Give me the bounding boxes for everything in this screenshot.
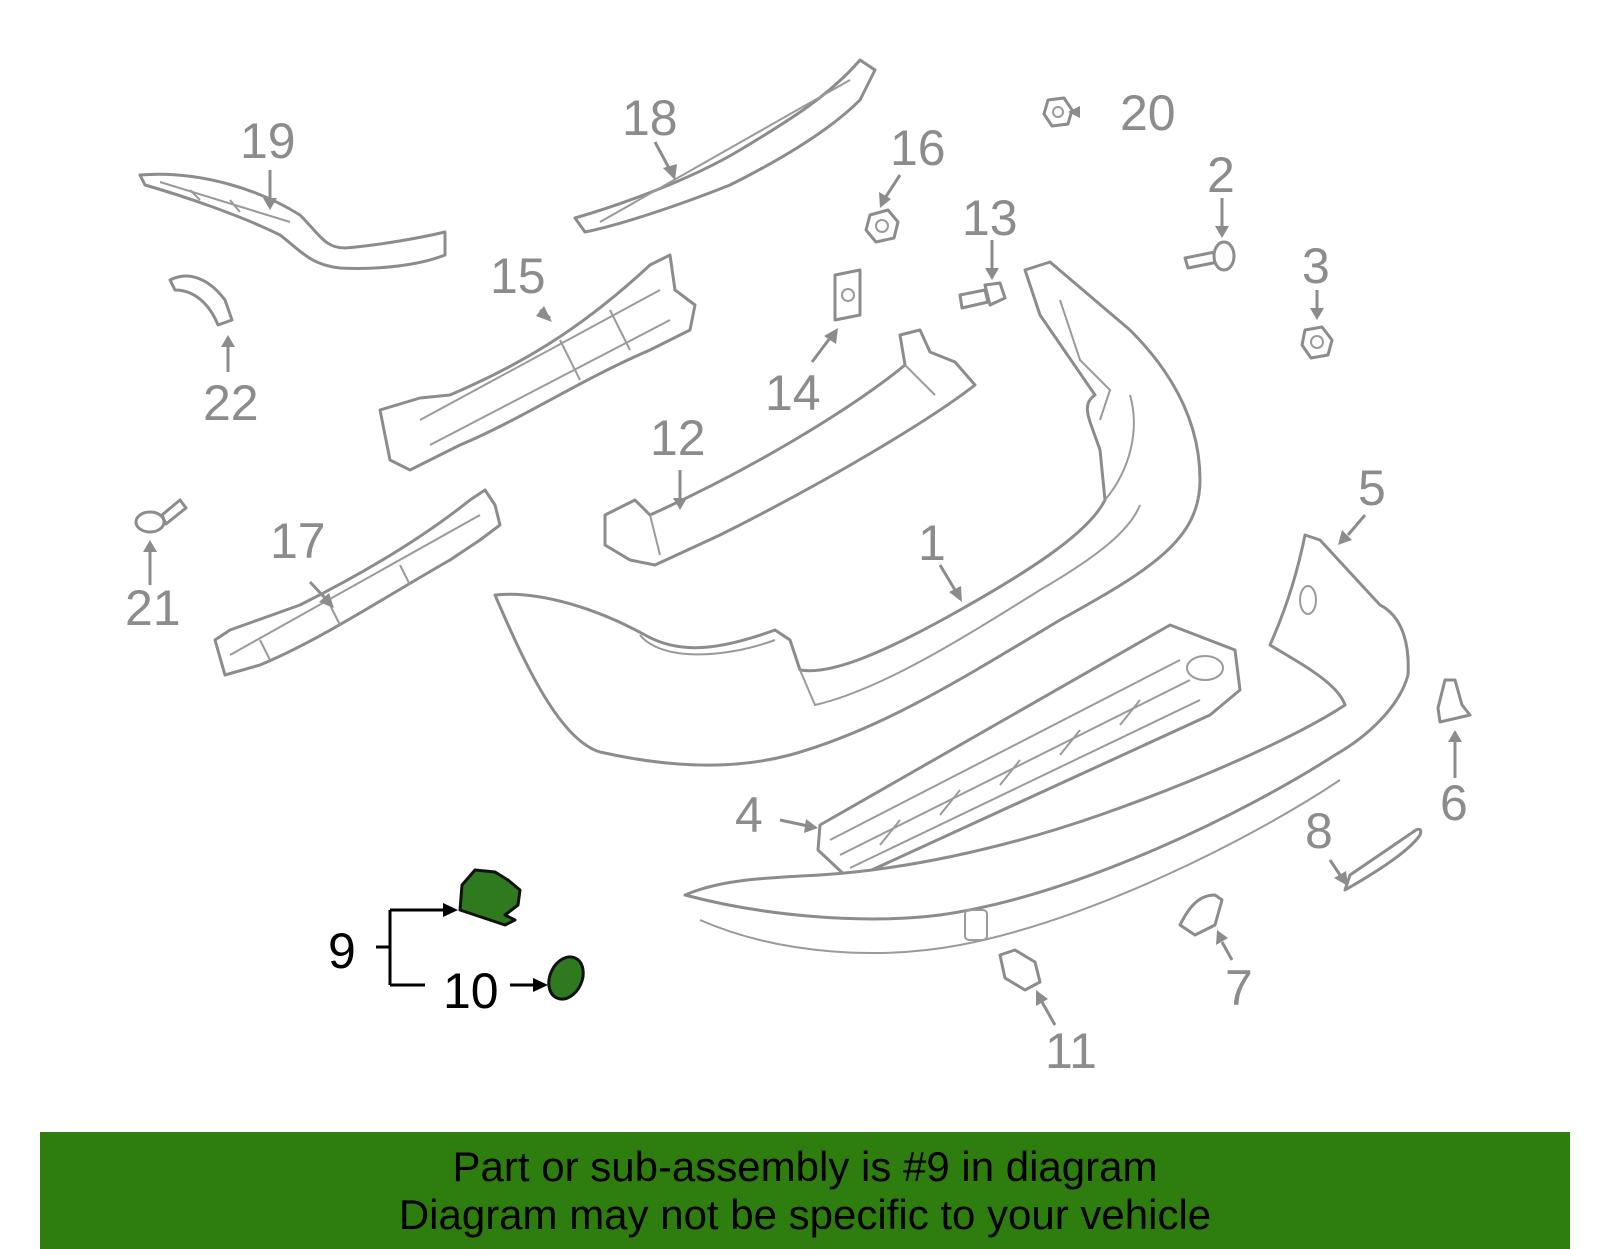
highlight-leaders xyxy=(376,903,548,992)
part-22-spacer[interactable] xyxy=(168,274,234,327)
callout-8: 8 xyxy=(1305,803,1333,859)
part-13-bolt[interactable] xyxy=(958,281,1007,310)
callout-14: 14 xyxy=(765,365,821,421)
part-1-bumper-cover[interactable] xyxy=(493,260,1202,767)
callout-16: 16 xyxy=(890,120,946,176)
part-18-upper-bracket[interactable] xyxy=(573,58,877,234)
callout-17: 17 xyxy=(270,513,326,569)
part-10-sensor-cover[interactable] xyxy=(542,951,590,1004)
callout-12: 12 xyxy=(650,410,706,466)
callout-5: 5 xyxy=(1358,460,1386,516)
part-6-clip[interactable] xyxy=(1436,678,1472,724)
callout-2: 2 xyxy=(1207,147,1235,203)
part-14-plate[interactable] xyxy=(833,268,862,322)
part-20-nut[interactable] xyxy=(1042,96,1074,128)
callout-9: 9 xyxy=(328,923,356,979)
callout-3: 3 xyxy=(1302,238,1330,294)
callout-4: 4 xyxy=(735,787,763,843)
part-19-side-support[interactable] xyxy=(138,172,447,270)
part-15-absorber[interactable] xyxy=(378,253,697,472)
part-9-sensor[interactable] xyxy=(458,868,522,927)
part-16-nut[interactable] xyxy=(864,208,900,244)
part-5-lower-trim[interactable] xyxy=(683,533,1410,954)
part-4-lower-panel[interactable] xyxy=(816,623,1242,882)
callout-11: 11 xyxy=(1045,1023,1097,1079)
info-banner: Part or sub-assembly is #9 in diagram Di… xyxy=(40,1132,1570,1249)
part-8-reflector[interactable] xyxy=(1343,827,1423,892)
part-3-nut[interactable] xyxy=(1300,325,1334,360)
callout-19: 19 xyxy=(240,113,296,169)
banner-line-2: Diagram may not be specific to your vehi… xyxy=(398,1190,1212,1238)
callout-7: 7 xyxy=(1225,960,1253,1016)
banner-line-1: Part or sub-assembly is #9 in diagram xyxy=(452,1142,1158,1190)
callout-18: 18 xyxy=(622,90,678,146)
part-21-screw[interactable] xyxy=(134,498,188,534)
part-7-bracket[interactable] xyxy=(1178,893,1224,937)
callout-1: 1 xyxy=(918,515,946,571)
part-2-screw[interactable] xyxy=(1183,240,1236,272)
callout-21: 21 xyxy=(125,580,181,636)
part-17-bracket[interactable] xyxy=(213,488,502,677)
callout-20: 20 xyxy=(1120,85,1176,141)
callout-10: 10 xyxy=(443,963,499,1019)
callout-6: 6 xyxy=(1440,775,1468,831)
part-11-sensor-bracket[interactable] xyxy=(998,948,1042,992)
callout-13: 13 xyxy=(962,190,1018,246)
part-12-reinforcement[interactable] xyxy=(603,328,977,567)
leader-arrows xyxy=(143,106,1462,1026)
callout-15: 15 xyxy=(490,248,546,304)
callout-22: 22 xyxy=(203,375,259,431)
